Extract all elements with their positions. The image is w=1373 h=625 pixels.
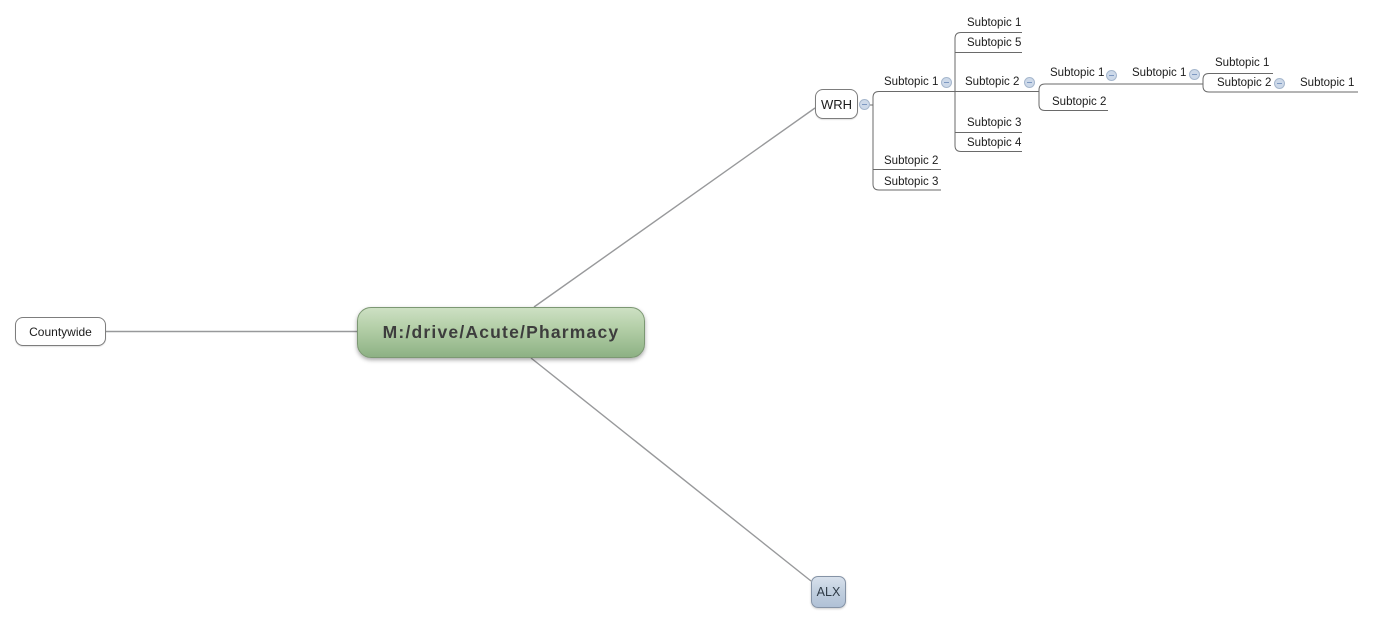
minus-icon [1109,75,1114,76]
subtopic-label[interactable]: Subtopic 1 [1050,67,1105,79]
subtopic-label[interactable]: Subtopic 4 [967,137,1022,149]
subtopic-label[interactable]: Subtopic 2 [1052,96,1107,108]
subtopic-label[interactable]: Subtopic 2 [965,76,1020,88]
collapse-button[interactable] [1274,78,1285,89]
minus-icon [1027,82,1032,83]
subtopic-lines [870,32,1358,191]
minus-icon [1277,83,1282,84]
topic-wrh[interactable]: WRH [815,89,858,119]
main-branch-lines [106,107,816,582]
minus-icon [862,104,867,105]
collapse-button[interactable] [941,77,952,88]
topic-alx[interactable]: ALX [811,576,846,608]
bracket-l3-children [1038,83,1046,111]
minus-icon [944,82,949,83]
subtopic-label[interactable]: Subtopic 1 [884,76,939,88]
collapse-button[interactable] [1189,69,1200,80]
bracket-l5-children [1202,73,1210,93]
subtopic-label[interactable]: Subtopic 1 [967,17,1022,29]
bracket-wrh-children [872,91,880,191]
subtopic-label[interactable]: Subtopic 1 [1300,77,1355,89]
collapse-button[interactable] [1106,70,1117,81]
bracket-l2-children [954,32,962,152]
branch-alx [530,357,812,582]
subtopic-label[interactable]: Subtopic 2 [884,155,939,167]
subtopic-label[interactable]: Subtopic 1 [1215,57,1270,69]
root-topic[interactable]: M:/drive/Acute/Pharmacy [357,307,645,358]
collapse-button[interactable] [859,99,870,110]
subtopic-label[interactable]: Subtopic 2 [1217,77,1272,89]
topic-countywide[interactable]: Countywide [15,317,106,346]
branch-wrh [533,107,816,308]
subtopic-label[interactable]: Subtopic 1 [1132,67,1187,79]
subtopic-label[interactable]: Subtopic 3 [884,176,939,188]
collapse-button[interactable] [1024,77,1035,88]
subtopic-label[interactable]: Subtopic 3 [967,117,1022,129]
subtopic-label[interactable]: Subtopic 5 [967,37,1022,49]
minus-icon [1192,74,1197,75]
